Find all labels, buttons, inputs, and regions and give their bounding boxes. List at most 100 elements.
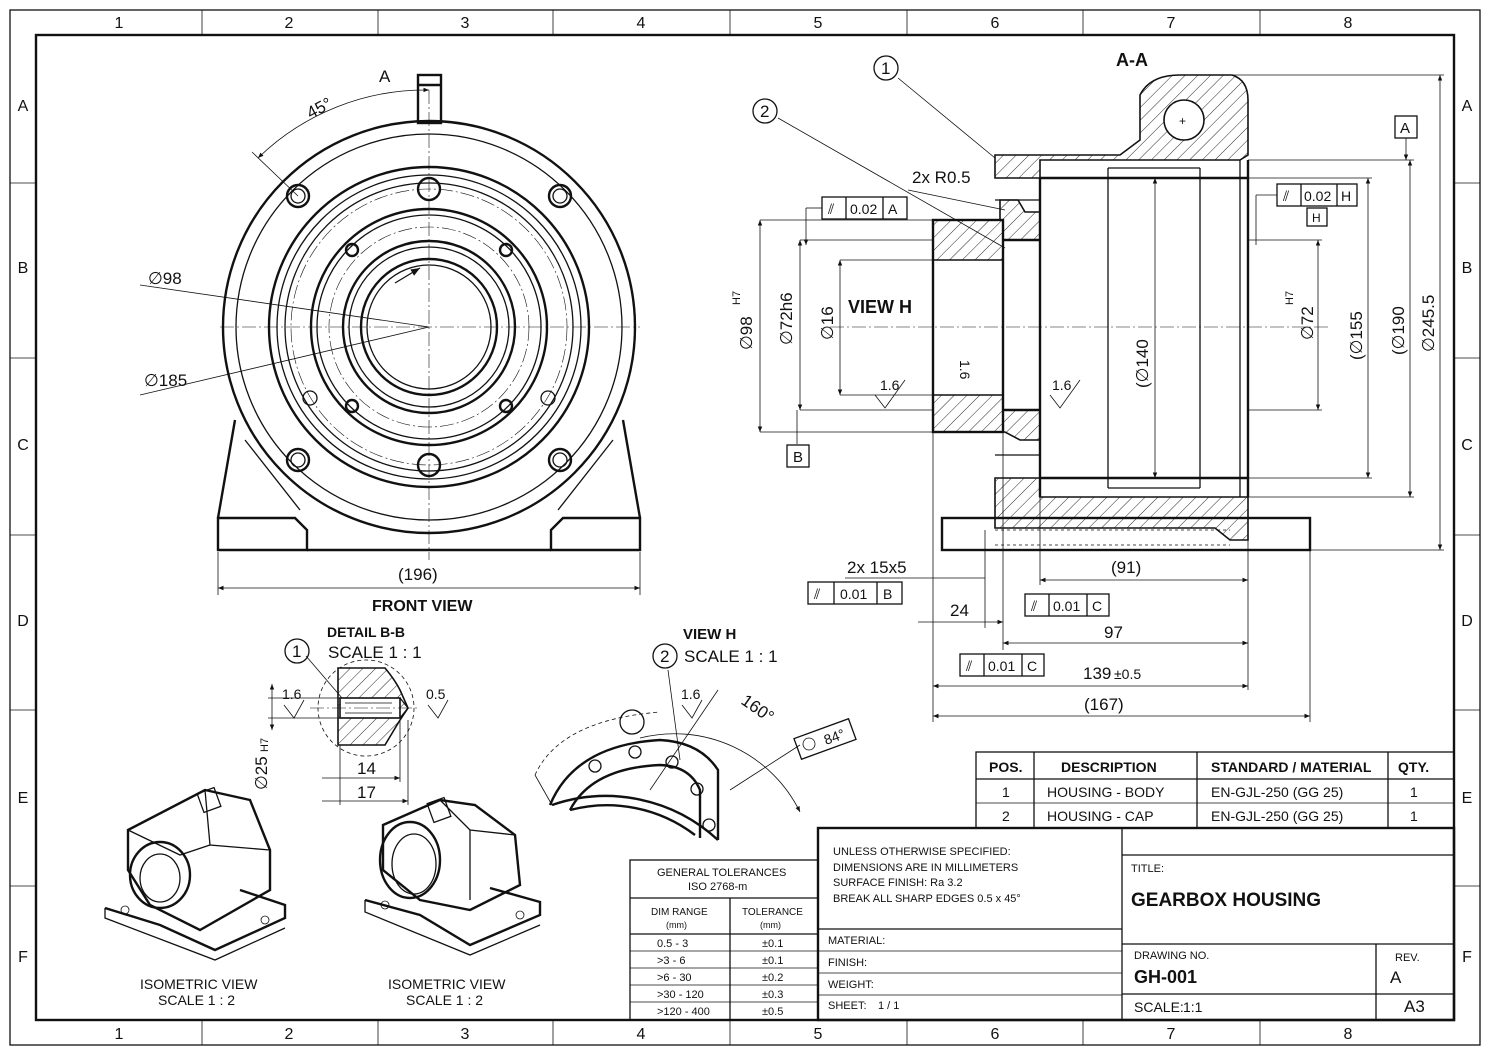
dim-d245: ∅245.5 — [1419, 295, 1438, 352]
balloon-2 — [752, 98, 778, 124]
fcf-2-tol: 0.02 — [1304, 188, 1331, 204]
tolerance-table — [629, 859, 819, 1021]
bom-header: STANDARD / MATERIAL — [1211, 759, 1372, 775]
tol-title-2: ISO 2768-m — [688, 881, 747, 893]
sheet-label: SHEET: — [828, 1000, 867, 1012]
zone-row-label: A — [1462, 98, 1473, 115]
finish-value: 1.6 — [957, 360, 973, 380]
detail-bb-dia: ∅25 — [252, 756, 271, 790]
zone-col-label: 4 — [637, 15, 646, 32]
zone-row-label: E — [18, 790, 29, 807]
isometric-view-1 — [104, 786, 287, 961]
tol-value: ±0.3 — [762, 989, 783, 1001]
zone-row-label: F — [18, 949, 28, 966]
iso-2-scale: SCALE 1 : 2 — [406, 992, 483, 1008]
tol-range: >6 - 30 — [657, 972, 692, 984]
dim-167: (167) — [1084, 695, 1124, 714]
fcf-symbol: ⫽ — [1282, 188, 1290, 204]
detail-bb-scale: SCALE 1 : 1 — [328, 643, 422, 662]
rev-value: A — [1390, 968, 1402, 987]
balloon-1-text: 1 — [881, 59, 890, 78]
tol-range: >30 - 120 — [657, 989, 704, 1001]
tol-range: >3 - 6 — [657, 955, 685, 967]
iso-1-scale: SCALE 1 : 2 — [158, 992, 235, 1008]
tol-col-2: TOLERANCE — [742, 907, 803, 918]
fcf-4-datum: C — [1092, 598, 1102, 614]
zone-row-label: E — [1462, 790, 1473, 807]
zone-row-label: C — [17, 437, 29, 454]
detail-bb-title: DETAIL B-B — [327, 624, 405, 640]
dim-d72h6: ∅72h6 — [777, 292, 796, 345]
fcf-3-datum: B — [883, 586, 892, 602]
dim-d190: (∅190 — [1389, 306, 1408, 355]
zone-row-label: D — [17, 613, 29, 630]
fcf-5-datum: C — [1027, 658, 1037, 674]
fcf-symbol: ⫽ — [813, 586, 821, 602]
chamfer-note: 2x 15x5 — [847, 558, 907, 577]
view-h-title: VIEW H — [683, 626, 736, 643]
fcf-4-tol: 0.01 — [1053, 598, 1080, 614]
drawing-no: GH-001 — [1134, 967, 1197, 987]
datum-h: H — [1312, 211, 1321, 225]
dim-d98-tol: H7 — [731, 291, 743, 305]
zone-col-label: 1 — [115, 15, 124, 32]
fcf-symbol: ⫽ — [965, 658, 973, 674]
zone-row-label: C — [1461, 437, 1473, 454]
radius-note: 2x R0.5 — [912, 168, 971, 187]
tol-value: ±0.1 — [762, 938, 783, 950]
drawing-no-label: DRAWING NO. — [1134, 950, 1209, 962]
scale-label: SCALE: — [1134, 999, 1184, 1015]
view-h-balloon-text: 2 — [660, 647, 669, 666]
front-view — [139, 73, 642, 595]
datum-a: A — [1400, 120, 1410, 137]
sheet-size: A3 — [1404, 997, 1425, 1016]
note-line: DIMENSIONS ARE IN MILLIMETERS — [833, 862, 1018, 874]
finish-value: 1.6 — [880, 377, 900, 393]
dim-d16: ∅16 — [818, 306, 837, 340]
view-h-finish: 1.6 — [681, 686, 701, 702]
bom-header: DESCRIPTION — [1061, 759, 1157, 775]
zone-col-label: 7 — [1167, 15, 1176, 32]
dim-d140: (∅140 — [1133, 339, 1152, 388]
dim-d98: ∅98 — [737, 316, 756, 350]
fcf-5-tol: 0.01 — [988, 658, 1015, 674]
finish-label: FINISH: — [828, 957, 867, 969]
view-h-marker: VIEW H — [848, 297, 912, 317]
fcf-frames — [807, 183, 1358, 677]
weight-label: WEIGHT: — [828, 979, 874, 991]
tol-col-1: DIM RANGE — [651, 907, 708, 918]
fcf-symbol: ⫽ — [1030, 598, 1038, 614]
bom-cell: EN-GJL-250 (GG 25) — [1211, 808, 1343, 824]
zone-labels: 1 2 3 4 5 6 7 8 1 2 3 4 5 6 7 8 A B C D … — [17, 15, 1473, 1043]
bom-cell: EN-GJL-250 (GG 25) — [1211, 784, 1343, 800]
sheet-value: 1 / 1 — [878, 1000, 899, 1012]
rev-label: REV. — [1395, 952, 1420, 964]
drawing-title: GEARBOX HOUSING — [1131, 890, 1321, 911]
tol-range: 0.5 - 3 — [657, 938, 688, 950]
view-h-angle: 160° — [738, 691, 778, 727]
datum-b: B — [793, 449, 803, 466]
dim-24: 24 — [950, 601, 969, 620]
bom-cell: 1 — [1002, 784, 1010, 800]
tol-col-2-unit: (mm) — [760, 920, 781, 930]
section-title: A-A — [1116, 50, 1148, 70]
datum-b-box — [786, 444, 810, 468]
detail-bb-dia-tol: H7 — [259, 738, 271, 752]
front-view-label: FRONT VIEW — [372, 598, 473, 615]
bom-header: POS. — [989, 759, 1022, 775]
front-angle-label: 45° — [303, 94, 335, 123]
note-line: BREAK ALL SHARP EDGES 0.5 x 45° — [833, 893, 1021, 905]
zone-col-label: 2 — [285, 15, 294, 32]
zone-col-label: 5 — [814, 1026, 823, 1043]
datum-a-box — [1394, 115, 1418, 139]
svg-text:+: + — [1179, 114, 1186, 128]
front-width-dim: (196) — [398, 565, 438, 584]
dim-139: 139 — [1083, 664, 1111, 683]
dim-d72-tol: H7 — [1284, 291, 1296, 305]
dim-d155: (∅155 — [1347, 311, 1366, 360]
zone-col-label: 8 — [1344, 1026, 1353, 1043]
zone-col-label: 4 — [637, 1026, 646, 1043]
note-line: SURFACE FINISH: Ra 3.2 — [833, 877, 963, 889]
zone-row-label: F — [1462, 949, 1472, 966]
